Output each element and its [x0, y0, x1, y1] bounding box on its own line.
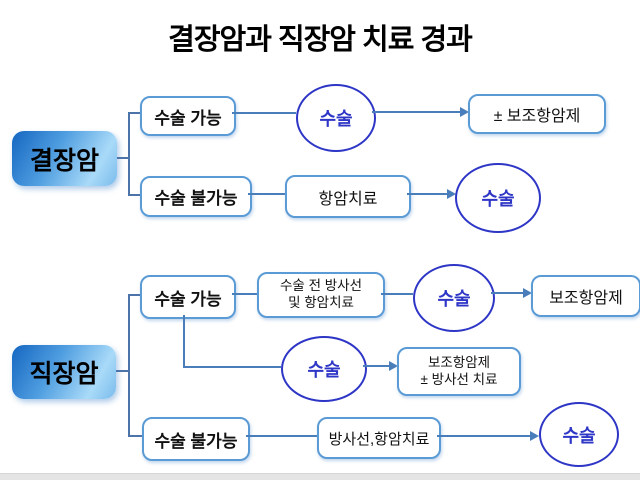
colon-cancer-category-box: 결장암: [12, 131, 117, 186]
colon-bracket-top: [128, 112, 141, 114]
connector-line: [246, 435, 317, 437]
rectal-direct-surgery-circle: 수술: [281, 336, 367, 402]
rectal-operable-node: 수술 가능: [140, 275, 236, 319]
flow-arrow: [491, 288, 532, 298]
rectal-bracket-top: [128, 294, 140, 296]
rectal-adjuvant-radiation-node: 보조항암제 ± 방사선 치료: [397, 347, 521, 396]
rectal-preop-radiation-node: 수술 전 방사선 및 항암치료: [257, 272, 385, 318]
colon-adjuvant-chemo-node: ± 보조항암제: [468, 94, 606, 134]
connector-line: [381, 293, 413, 295]
flow-arrow: [363, 361, 398, 371]
flow-arrow: [372, 107, 469, 117]
connector-line: [232, 293, 257, 295]
branch-line-vertical: [183, 315, 185, 368]
connector-line: [248, 193, 285, 195]
rectal-preop-surgery-circle: 수술: [413, 264, 495, 332]
branch-line-horizontal: [183, 366, 281, 368]
flow-arrow: [407, 189, 456, 199]
connector-line: [232, 112, 296, 114]
rectal-cancer-category-box: 직장암: [12, 345, 116, 399]
colon-inoperable-node: 수술 불가능: [140, 176, 252, 217]
rectal-adjuvant-chemo-node: 보조항암제: [531, 275, 640, 317]
colon-operable-node: 수술 가능: [140, 96, 236, 136]
colon-inoperable-surgery-circle: 수술: [455, 163, 541, 233]
page-title: 결장암과 직장암 치료 경과: [168, 24, 473, 56]
rectal-bracket-bottom: [128, 435, 142, 437]
flow-arrow: [437, 431, 539, 441]
colon-chemo-node: 항암치료: [285, 175, 411, 218]
colon-operable-surgery-circle: 수술: [296, 84, 376, 152]
rectal-inoperable-surgery-circle: 수술: [539, 402, 619, 467]
colon-bracket-vertical: [128, 112, 130, 196]
rectal-bracket-vertical: [128, 294, 130, 437]
rectal-inoperable-node: 수술 불가능: [142, 417, 250, 461]
colon-bracket-bottom: [128, 194, 141, 196]
colon-bracket-stub: [117, 157, 129, 159]
rectal-bracket-stub: [116, 370, 128, 372]
slide-footer-bar: [0, 473, 640, 480]
rectal-radiation-chemo-node: 방사선,항암치료: [317, 417, 441, 459]
